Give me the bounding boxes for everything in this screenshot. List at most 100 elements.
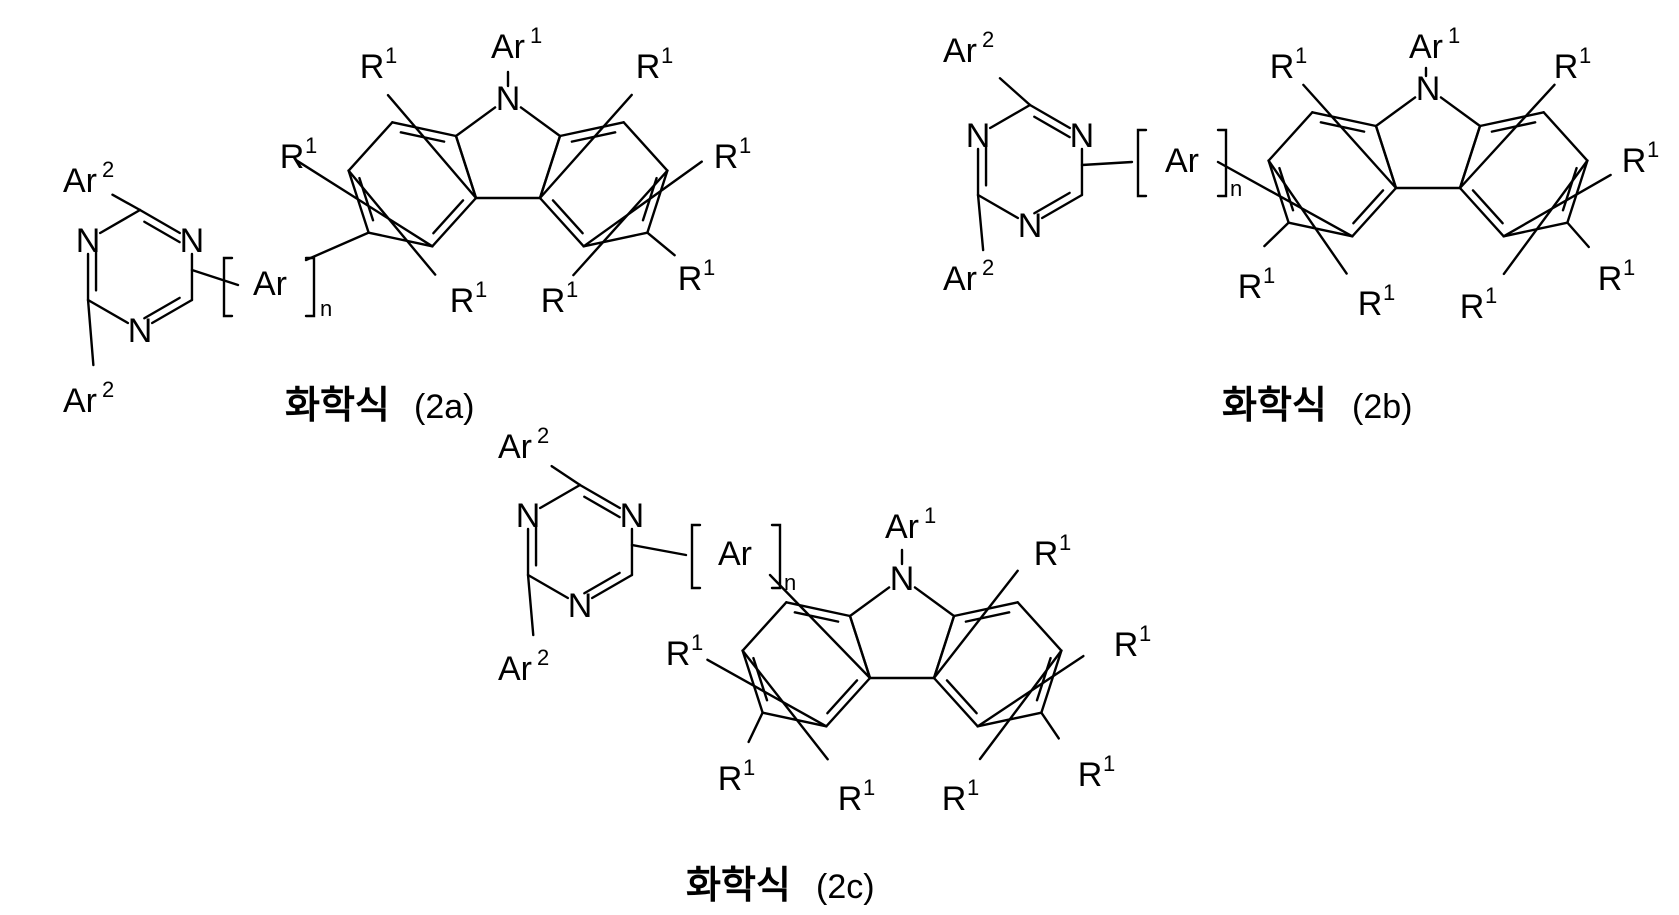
benzene-bond-b [1567, 161, 1587, 223]
benzene-bond-a [560, 122, 624, 136]
r1-bond-c [1041, 713, 1058, 739]
r1-label-c: R [838, 780, 863, 818]
benzene-bond-a [432, 198, 476, 246]
ar1-label-c-sup: 1 [924, 503, 936, 528]
r1-label-a: R [280, 138, 305, 176]
ar2-label-a: Ar [63, 162, 97, 200]
r1-bond-b [1504, 175, 1611, 236]
carbazole-bond-a [521, 107, 560, 136]
caption-2b-number: (2b) [1352, 388, 1412, 426]
ar-label-a: Ar [253, 265, 287, 303]
triazine-bond-c [540, 485, 580, 508]
ar1-label-b-sup: 1 [1448, 23, 1460, 48]
r1-bond-a [349, 171, 436, 275]
r1-label-c: R [718, 760, 743, 798]
ar2-bond-b [1000, 78, 1030, 105]
r1-label-a: R [360, 48, 385, 86]
benzene-bond-b [1480, 112, 1544, 126]
triazine-n-a: N [76, 222, 101, 260]
ar2-label-c: Ar [498, 428, 532, 466]
link-bond-a [306, 233, 369, 260]
benzene-bond-c [954, 602, 1018, 616]
benzene-bond-c [934, 616, 954, 678]
r1-label-b: R [1270, 48, 1295, 86]
r1-label-b-sup: 1 [1383, 280, 1395, 305]
benzene-bond-a [647, 171, 667, 233]
triazine-n-b: N [1070, 117, 1095, 155]
r1-label-c: R [1114, 626, 1139, 664]
triazine-double-a [144, 222, 179, 242]
r1-label-c-sup: 1 [967, 775, 979, 800]
ar1-label-a-sup: 1 [530, 23, 542, 48]
triazine-n-b: N [966, 117, 991, 155]
carbazole-bond-c [850, 587, 889, 616]
benzene-bond-b [1460, 188, 1504, 236]
benzene-double-c [966, 612, 1009, 621]
benzene-bond-c [826, 678, 870, 726]
r1-label-c-sup: 1 [691, 630, 703, 655]
benzene-bond-a [456, 136, 476, 198]
r1-label-a: R [450, 282, 475, 320]
caption-2c-number: (2c) [816, 868, 875, 906]
r1-bond-b [1269, 161, 1347, 274]
carbazole-bond-b [1376, 97, 1415, 126]
r1-label-c-sup: 1 [743, 755, 755, 780]
triazine-n-c: N [516, 497, 541, 535]
n-subscript-b: n [1230, 176, 1242, 201]
r1-label-a-sup: 1 [475, 277, 487, 302]
r1-label-a-sup: 1 [305, 133, 317, 158]
benzene-bond-b [1312, 112, 1376, 126]
benzene-bond-c [934, 678, 978, 726]
ar2-bond-c [552, 466, 580, 485]
benzene-double-c [795, 612, 838, 621]
ar2-label-c-sup: 2 [537, 645, 549, 670]
r1-label-c-sup: 1 [863, 775, 875, 800]
caption-2b-korean: 화학식 [1222, 383, 1327, 427]
r1-label-b-sup: 1 [1623, 255, 1635, 280]
ar2-bond-a [112, 195, 140, 210]
r1-label-b: R [1238, 268, 1263, 306]
r1-bond-a [573, 171, 667, 275]
ar-label-c: Ar [718, 535, 752, 573]
r1-bond-b [1303, 85, 1396, 188]
carbazole-bond-c [915, 587, 954, 616]
r1-bond-b [1504, 161, 1588, 274]
ar2-label-b: Ar [943, 32, 977, 70]
ar1-label-c: Ar [885, 508, 919, 546]
r1-label-c-sup: 1 [1059, 530, 1071, 555]
benzene-bond-c [763, 713, 827, 727]
ar2-label-a: Ar [63, 382, 97, 420]
ar2-label-b-sup: 2 [982, 27, 994, 52]
triazine-bond-b [978, 195, 1018, 218]
ar2-label-b: Ar [943, 260, 977, 298]
benzene-bond-a [392, 122, 456, 136]
r1-bond-c [980, 651, 1061, 759]
r1-label-b-sup: 1 [1647, 137, 1659, 162]
r1-bond-a [388, 95, 476, 198]
r1-label-b: R [1598, 260, 1623, 298]
link-bond-c [632, 545, 686, 555]
ar2-label-c-sup: 2 [537, 423, 549, 448]
benzene-bond-a [624, 122, 668, 170]
r1-label-b-sup: 1 [1263, 263, 1275, 288]
carbazole-bond-b [1441, 97, 1480, 126]
caption-2a-korean: 화학식 [285, 383, 390, 427]
bracket-left-c [692, 525, 700, 588]
r1-label-c: R [666, 635, 691, 673]
r1-label-a: R [714, 138, 739, 176]
ar2-bond-b [978, 195, 983, 250]
triazine-n-a: N [180, 222, 205, 260]
link-bond-b [1082, 162, 1132, 165]
benzene-bond-a [540, 136, 560, 198]
bracket-left-a [224, 258, 232, 316]
r1-label-b: R [1358, 285, 1383, 323]
ar2-label-c: Ar [498, 650, 532, 688]
r1-label-a: R [636, 48, 661, 86]
caption-2c-korean: 화학식 [686, 863, 791, 907]
ar2-label-a-sup: 2 [102, 377, 114, 402]
benzene-bond-b [1544, 112, 1588, 160]
r1-bond-a [647, 233, 674, 256]
r1-label-c: R [1078, 756, 1103, 794]
triazine-n-c: N [568, 587, 593, 625]
triazine-double-c [584, 497, 619, 517]
